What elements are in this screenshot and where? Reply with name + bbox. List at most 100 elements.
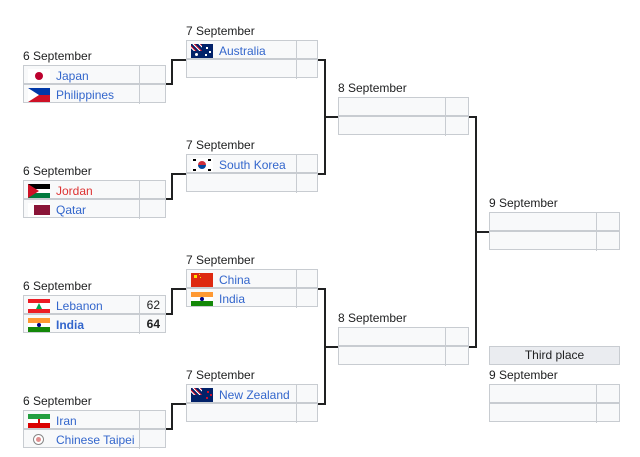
bracket-connector (166, 428, 173, 430)
bracket-connector (475, 231, 489, 233)
team-score: 62 (139, 296, 166, 315)
team-score (139, 430, 166, 449)
team-name-link[interactable]: China (219, 272, 251, 287)
team-cell (187, 404, 297, 423)
team-row (186, 403, 318, 423)
team-name-link[interactable]: India (56, 317, 85, 332)
team-cell: Australia (187, 41, 297, 60)
team-score (139, 181, 166, 200)
team-score (139, 411, 166, 430)
team-name-link[interactable]: New Zealand (219, 387, 290, 402)
bracket-connector (324, 116, 338, 118)
bracket-connector (171, 288, 173, 315)
team-row: India (186, 288, 318, 308)
team-cell: New Zealand (187, 385, 297, 404)
team-cell: Iran (24, 411, 140, 430)
team-cell (339, 117, 446, 136)
team-row (489, 403, 620, 423)
team-score (296, 404, 318, 423)
team-row (186, 59, 318, 79)
match-date: 6 September (23, 49, 92, 63)
team-score (296, 174, 318, 193)
team-row: Jordan (23, 180, 166, 200)
qatar-flag-icon (28, 202, 50, 217)
team-score (139, 66, 166, 85)
team-score (596, 385, 620, 404)
team-name-link[interactable]: India (219, 291, 246, 306)
team-score (139, 85, 166, 104)
lebanon-flag-icon (28, 298, 50, 313)
bracket-connector (324, 346, 338, 348)
team-name-link[interactable]: Jordan (56, 183, 93, 198)
team-cell: India (187, 289, 297, 308)
team-cell: Japan (24, 66, 140, 85)
bracket-connector (166, 313, 173, 315)
team-score (139, 200, 166, 219)
team-cell: South Korea (187, 155, 297, 174)
team-name-link[interactable]: Australia (219, 43, 266, 58)
team-name-link[interactable]: Philippines (56, 87, 115, 102)
bracket-connector (469, 116, 477, 118)
team-cell: China (187, 270, 297, 289)
team-name-link[interactable]: Chinese Taipei (56, 432, 135, 447)
match-date: 7 September (186, 253, 255, 267)
team-cell: Qatar (24, 200, 140, 219)
match-date: 8 September (338, 311, 407, 325)
team-row: Chinese Taipei (23, 429, 166, 449)
match-date: 7 September (186, 368, 255, 382)
bracket-connector (318, 173, 326, 175)
team-score (296, 289, 318, 308)
team-cell (339, 98, 446, 117)
team-row: New Zealand (186, 384, 318, 404)
team-name-link[interactable]: Qatar (56, 202, 87, 217)
india-flag-icon (28, 317, 50, 332)
team-row: Lebanon 62 (23, 295, 166, 315)
new-zealand-flag-icon (191, 387, 213, 402)
team-score (445, 347, 469, 366)
team-name-link[interactable]: Lebanon (56, 298, 103, 313)
team-row (338, 327, 469, 347)
bracket-connector (171, 173, 173, 200)
bracket-connector (318, 403, 326, 405)
team-score (445, 98, 469, 117)
team-row: Qatar (23, 199, 166, 219)
team-cell (490, 385, 597, 404)
team-name-link[interactable]: Japan (56, 68, 89, 83)
chinese-taipei-flag-icon (28, 433, 50, 447)
team-cell: Philippines (24, 85, 140, 104)
team-cell: Chinese Taipei (24, 430, 140, 449)
australia-flag-icon (191, 43, 213, 58)
bracket-connector (171, 403, 186, 405)
team-score (296, 270, 318, 289)
team-score (296, 385, 318, 404)
team-score: 64 (139, 315, 166, 334)
team-row (338, 97, 469, 117)
team-cell (187, 174, 297, 193)
bracket-connector (166, 198, 173, 200)
team-cell: Jordan (24, 181, 140, 200)
bracket-connector (171, 173, 186, 175)
team-row (338, 116, 469, 136)
bracket-connector (171, 403, 173, 430)
match-date: 6 September (23, 164, 92, 178)
philippines-flag-icon (28, 87, 50, 102)
match-date: 6 September (23, 394, 92, 408)
china-flag-icon (191, 272, 213, 287)
team-row: Japan (23, 65, 166, 85)
india-flag-icon (191, 291, 213, 306)
team-cell: India (24, 315, 140, 334)
match-date: 9 September (489, 368, 558, 382)
team-cell (339, 328, 446, 347)
bracket-connector (171, 288, 186, 290)
japan-flag-icon (28, 68, 50, 83)
match-date: 9 September (489, 196, 558, 210)
team-row (489, 231, 620, 251)
team-name-link[interactable]: Iran (56, 413, 77, 428)
team-row: South Korea (186, 154, 318, 174)
team-name-link[interactable]: South Korea (219, 157, 286, 172)
team-row: India 64 (23, 314, 166, 334)
third-place-header: Third place (489, 346, 620, 365)
team-cell (187, 60, 297, 79)
match-date: 7 September (186, 138, 255, 152)
team-row: Australia (186, 40, 318, 60)
